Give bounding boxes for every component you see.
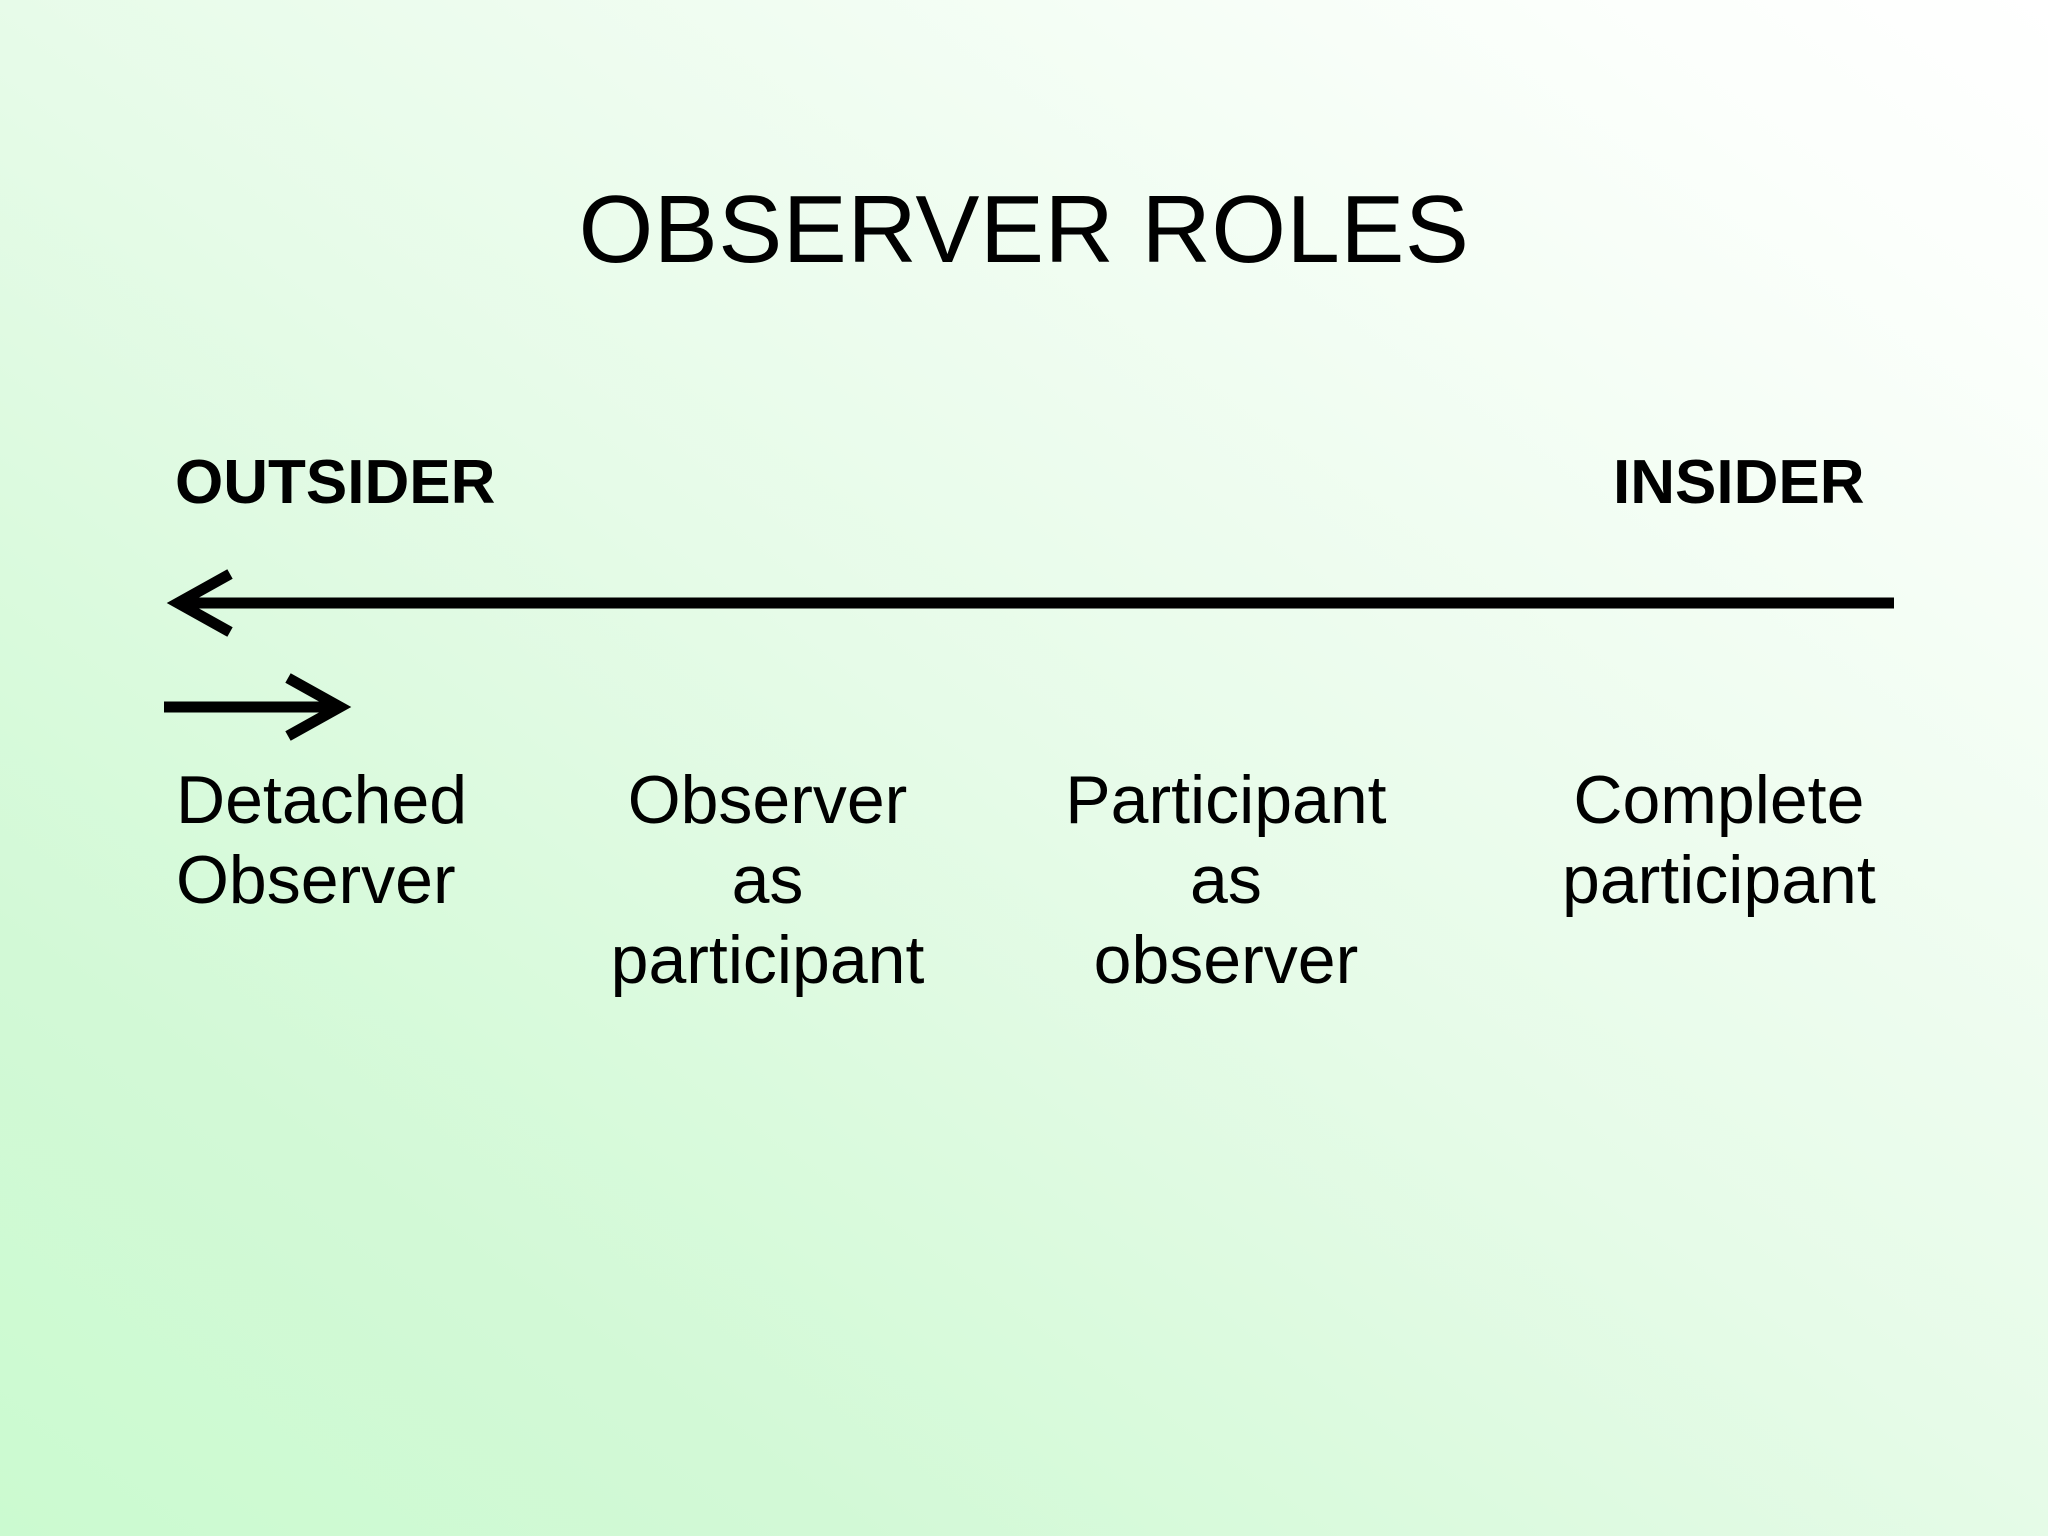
- continuum-left-pole-label: OUTSIDER: [175, 448, 496, 517]
- role-label-line: observer: [1093, 922, 1359, 999]
- continuum-right-pole-label: INSIDER: [1613, 448, 1865, 517]
- arrow-left-icon-svg: [172, 572, 1894, 634]
- page-title: OBSERVER ROLES: [578, 176, 1470, 283]
- role-label-line: Participant: [1065, 762, 1387, 838]
- role-label-line: Observer: [176, 842, 456, 919]
- role-column-participant-as-observer: Participant as observer: [1004, 760, 1448, 1001]
- role-label-line: Detached: [176, 762, 468, 838]
- arrow-right-icon-svg: [164, 676, 346, 738]
- arrow-right-icon: [164, 676, 346, 738]
- role-column-complete-participant: Complete participant: [1448, 760, 1990, 920]
- role-column-observer-as-participant: Observer as participant: [531, 760, 1004, 1001]
- role-columns: Detached Observer Observer as participan…: [150, 760, 1990, 1001]
- role-label-line: as: [1190, 842, 1262, 919]
- role-label-line: participant: [1562, 842, 1876, 919]
- role-column-detached-observer: Detached Observer: [150, 760, 531, 920]
- arrow-left-icon: [172, 572, 1894, 634]
- role-label-line: as: [731, 842, 804, 919]
- role-label-line: participant: [610, 922, 925, 999]
- role-label-line: Complete: [1573, 762, 1865, 838]
- role-label-line: Observer: [627, 762, 908, 838]
